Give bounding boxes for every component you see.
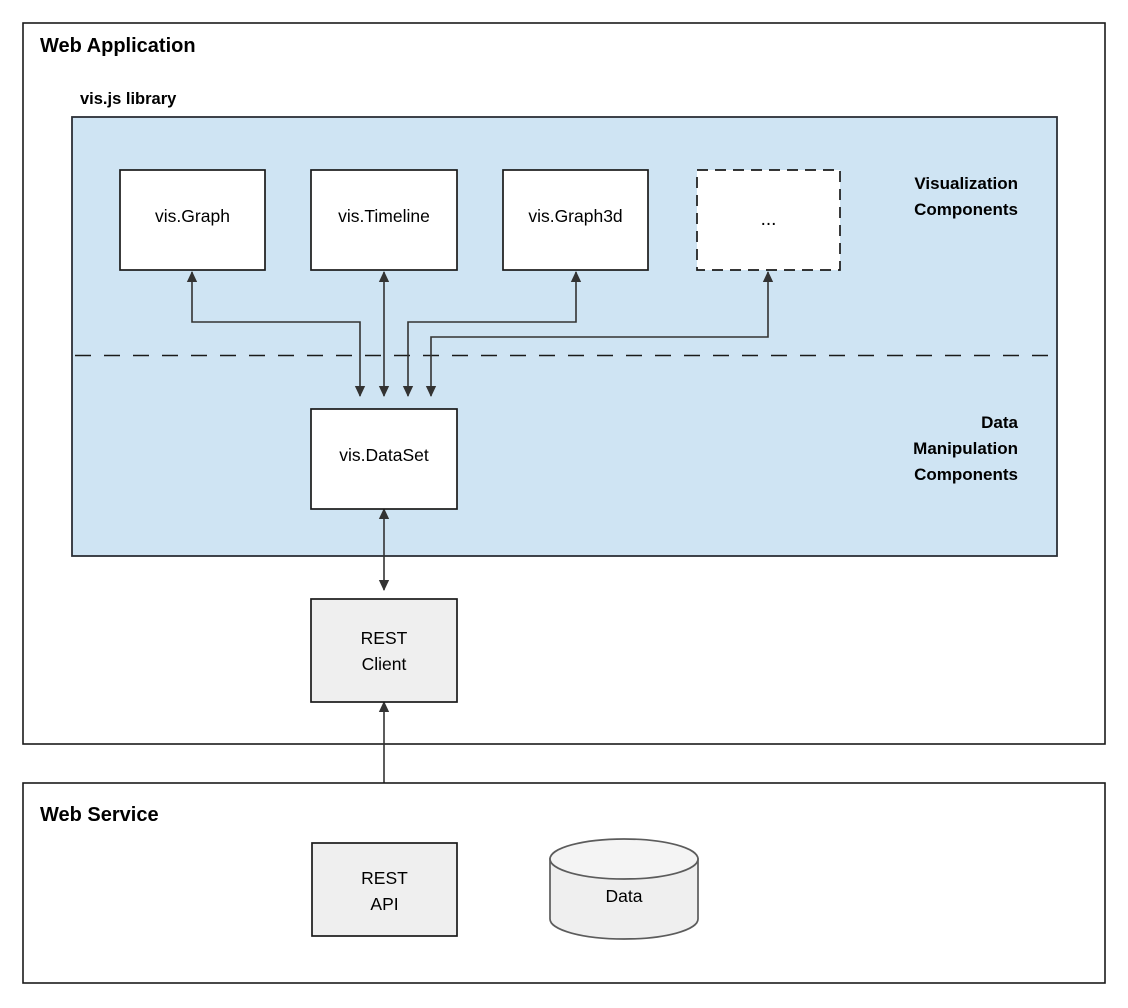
group-label-data-line2: Manipulation (913, 439, 1018, 458)
node-vis-graph3d-label: vis.Graph3d (528, 206, 622, 226)
node-vis-dataset-label: vis.DataSet (339, 445, 429, 465)
group-label-visualization-line1: Visualization (914, 174, 1018, 193)
node-rest-client-label-line2: Client (362, 654, 407, 674)
node-rest-client-box[interactable] (310, 598, 458, 703)
group-label-data-line3: Components (914, 465, 1018, 484)
node-rest-api-label-line2: API (370, 894, 398, 914)
node-vis-graph-label: vis.Graph (155, 206, 230, 226)
node-rest-api-box[interactable] (311, 842, 458, 937)
group-label-visualization-line2: Components (914, 200, 1018, 219)
node-rest-api[interactable]: REST API (311, 842, 458, 937)
node-data-store-body[interactable] (549, 858, 699, 940)
link-vis-graph-to-dataset (186, 271, 366, 397)
node-more-components-label: ... (761, 209, 777, 230)
library-title: vis.js library (80, 90, 177, 108)
node-more-components[interactable]: ... (696, 169, 841, 271)
node-rest-client[interactable]: REST Client (310, 598, 458, 703)
frame-title-web-service: Web Service (40, 804, 159, 826)
group-label-data-line1: Data (981, 413, 1018, 432)
node-data-store-top (549, 838, 699, 880)
node-vis-graph-box[interactable] (119, 169, 266, 271)
node-data-store-label: Data (606, 886, 643, 906)
link-more-components-to-dataset (425, 271, 774, 397)
node-vis-dataset[interactable]: vis.DataSet (310, 408, 458, 510)
node-vis-timeline-label: vis.Timeline (338, 206, 430, 226)
node-more-components-box[interactable] (696, 169, 841, 271)
node-vis-dataset-box[interactable] (310, 408, 458, 510)
node-data-store[interactable]: Data (549, 838, 699, 940)
node-vis-timeline[interactable]: vis.Timeline (310, 169, 458, 271)
node-rest-api-label-line1: REST (361, 868, 408, 888)
frame-title-web-application: Web Application (40, 35, 196, 57)
node-rest-client-label-line1: REST (361, 628, 408, 648)
node-vis-timeline-box[interactable] (310, 169, 458, 271)
node-vis-graph[interactable]: vis.Graph (119, 169, 266, 271)
node-vis-graph3d-box[interactable] (502, 169, 649, 271)
node-vis-graph3d[interactable]: vis.Graph3d (502, 169, 649, 271)
